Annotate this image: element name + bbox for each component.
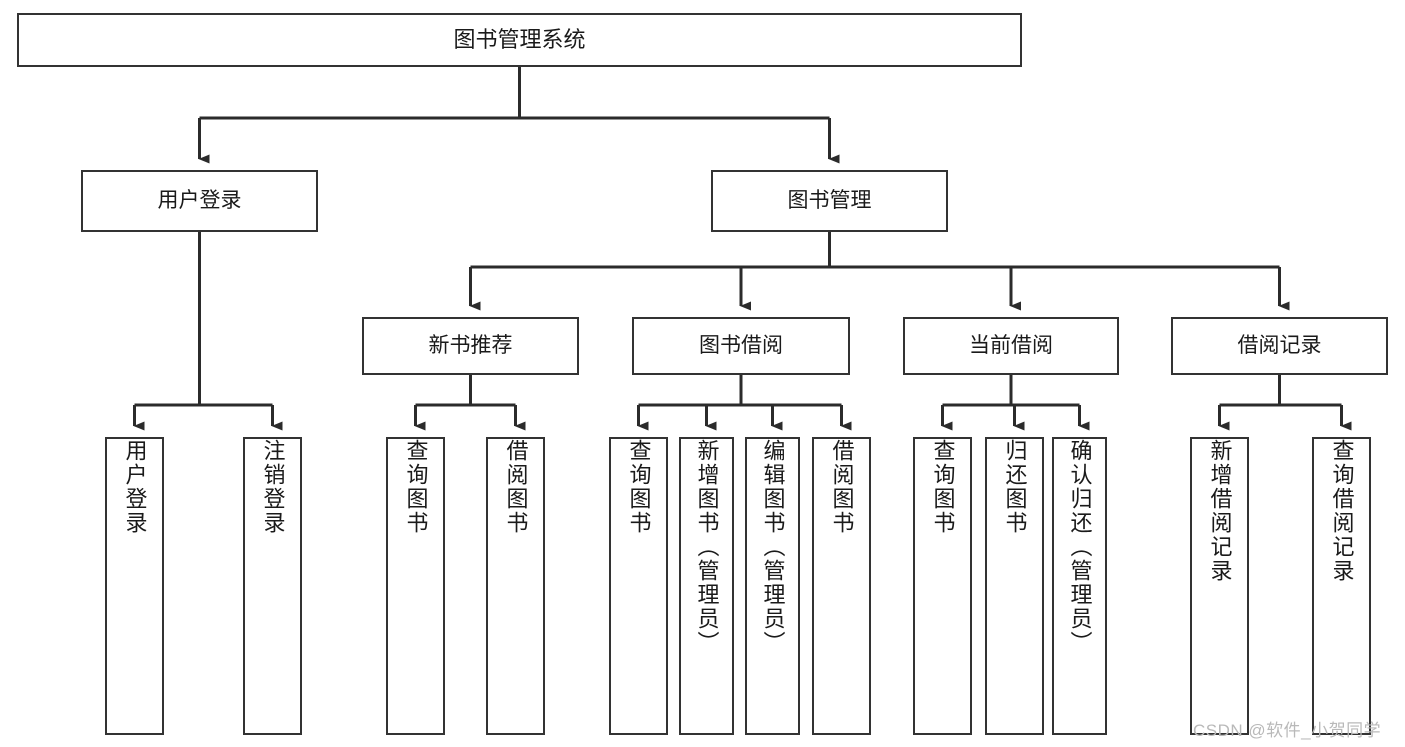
node-label: 编辑图书（管理员） <box>760 439 786 655</box>
node-label: 查询图书 <box>403 439 429 535</box>
node-leaf-return-book[interactable]: 归还图书 <box>985 437 1044 735</box>
node-label: 当前借阅 <box>969 333 1053 357</box>
node-leaf-user-login[interactable]: 用户登录 <box>105 437 164 735</box>
node-leaf-query-book-1[interactable]: 查询图书 <box>386 437 445 735</box>
node-label: 确认归还（管理员） <box>1067 439 1093 655</box>
node-label: 注销登录 <box>260 439 286 535</box>
node-leaf-logout[interactable]: 注销登录 <box>243 437 302 735</box>
node-leaf-add-book[interactable]: 新增图书（管理员） <box>679 437 734 735</box>
node-new-book-rec[interactable]: 新书推荐 <box>362 317 579 375</box>
node-book-manage[interactable]: 图书管理 <box>711 170 948 232</box>
node-label: 借阅图书 <box>829 439 855 535</box>
node-leaf-borrow-book-2[interactable]: 借阅图书 <box>812 437 871 735</box>
node-leaf-query-book-3[interactable]: 查询图书 <box>913 437 972 735</box>
node-label: 用户登录 <box>157 188 242 212</box>
node-leaf-query-record[interactable]: 查询借阅记录 <box>1312 437 1371 735</box>
node-label: 归还图书 <box>1002 439 1028 535</box>
node-leaf-borrow-book-1[interactable]: 借阅图书 <box>486 437 545 735</box>
node-leaf-edit-book[interactable]: 编辑图书（管理员） <box>745 437 800 735</box>
node-leaf-add-record[interactable]: 新增借阅记录 <box>1190 437 1249 735</box>
node-label: 借阅记录 <box>1237 333 1322 357</box>
node-label: 借阅图书 <box>503 439 529 535</box>
node-label: 新增借阅记录 <box>1207 439 1233 583</box>
node-user-login[interactable]: 用户登录 <box>81 170 318 232</box>
node-leaf-confirm-return[interactable]: 确认归还（管理员） <box>1052 437 1107 735</box>
node-leaf-query-book-2[interactable]: 查询图书 <box>609 437 668 735</box>
node-borrow-record[interactable]: 借阅记录 <box>1171 317 1388 375</box>
node-label: 用户登录 <box>122 439 148 535</box>
node-label: 图书借阅 <box>699 333 783 357</box>
node-label: 查询图书 <box>930 439 956 535</box>
node-label: 新增图书（管理员） <box>694 439 720 655</box>
node-book-borrow[interactable]: 图书借阅 <box>632 317 850 375</box>
node-label: 图书管理系统 <box>453 27 586 53</box>
node-label: 图书管理 <box>787 188 872 212</box>
node-label: 新书推荐 <box>428 333 513 357</box>
node-label: 查询图书 <box>626 439 652 535</box>
node-root[interactable]: 图书管理系统 <box>17 13 1022 67</box>
node-current-borrow[interactable]: 当前借阅 <box>903 317 1119 375</box>
watermark-text: CSDN @软件_小贺同学 <box>1193 721 1382 740</box>
node-label: 查询借阅记录 <box>1329 439 1355 583</box>
